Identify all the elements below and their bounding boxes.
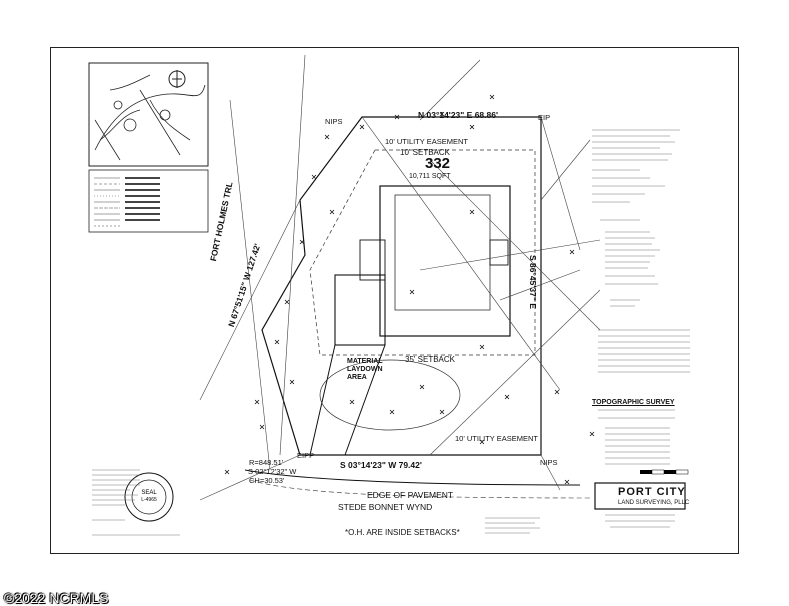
pavement-edge-2: [249, 479, 591, 499]
pavement-edge: [244, 469, 581, 486]
curve-radius: R=848.51': [249, 458, 284, 467]
svg-text:SEAL: SEAL: [141, 490, 157, 496]
eipp-label: EIPP: [297, 451, 315, 460]
utility-easement-top: 10' UTILITY EASEMENT: [385, 137, 468, 146]
property-boundary: [261, 116, 542, 456]
topo-lines: [199, 54, 601, 501]
nips-label-bottom: NIPS: [540, 458, 558, 467]
svg-text:L-4965: L-4965: [141, 497, 157, 503]
general-notes: [592, 129, 690, 373]
firm-subtitle: LAND SURVEYING, PLLC: [618, 500, 690, 506]
legend-lines: [94, 177, 160, 227]
copyright-watermark: ©2022 NCRMLS: [4, 590, 109, 606]
porch: [359, 239, 386, 281]
building-footprint: [379, 185, 511, 337]
firm-address: [605, 514, 675, 528]
street-stede-bonnet: STEDE BONNET WYND: [338, 502, 433, 512]
front-setback-label: 10' SETBACK: [400, 148, 450, 157]
owner-info: [485, 517, 540, 534]
scale-bar: [640, 469, 689, 475]
oh-setback-note: *O.H. ARE INSIDE SETBACKS*: [345, 528, 460, 537]
title-block: [598, 409, 675, 465]
bearing-bottom: S 03°14'23" W 79.42': [340, 460, 422, 470]
curve-chord: CH=30.53': [249, 476, 285, 485]
tree-markers: [224, 94, 595, 485]
edge-of-pavement-label: EDGE OF PAVEMENT: [367, 490, 454, 500]
bearing-top: N 03°14'23" E 68.86': [418, 110, 498, 120]
driveway: [309, 344, 386, 456]
laydown-area: [319, 359, 461, 431]
building-inner: [394, 194, 491, 311]
lot-number: 332: [425, 155, 451, 172]
survey-heading: TOPOGRAPHIC SURVEY: [592, 399, 675, 406]
utility-easement-bottom: 10' UTILITY EASEMENT: [455, 434, 538, 443]
location-map-roads: [94, 74, 206, 161]
north-arrow-icon: [168, 70, 186, 88]
nips-label-top: NIPS: [325, 117, 343, 126]
bearing-right: S 86°45'37" E: [528, 255, 538, 309]
curve-bearing: S 02°12'32" W: [248, 467, 297, 476]
laydown-label: MATERIAL LAYDOWN AREA: [347, 358, 383, 381]
rear-setback-label: 35' SETBACK: [405, 355, 455, 364]
certification-text: [92, 469, 180, 536]
firm-name: PORT CITY: [618, 486, 686, 498]
location-map: [88, 62, 209, 167]
lot-area: 10,711 SQFT: [409, 173, 451, 180]
eip-label: EIP: [538, 113, 551, 122]
deck: [489, 239, 509, 266]
firm-logo-box: [594, 482, 686, 510]
garage: [334, 274, 386, 346]
setback-line: [309, 149, 536, 356]
